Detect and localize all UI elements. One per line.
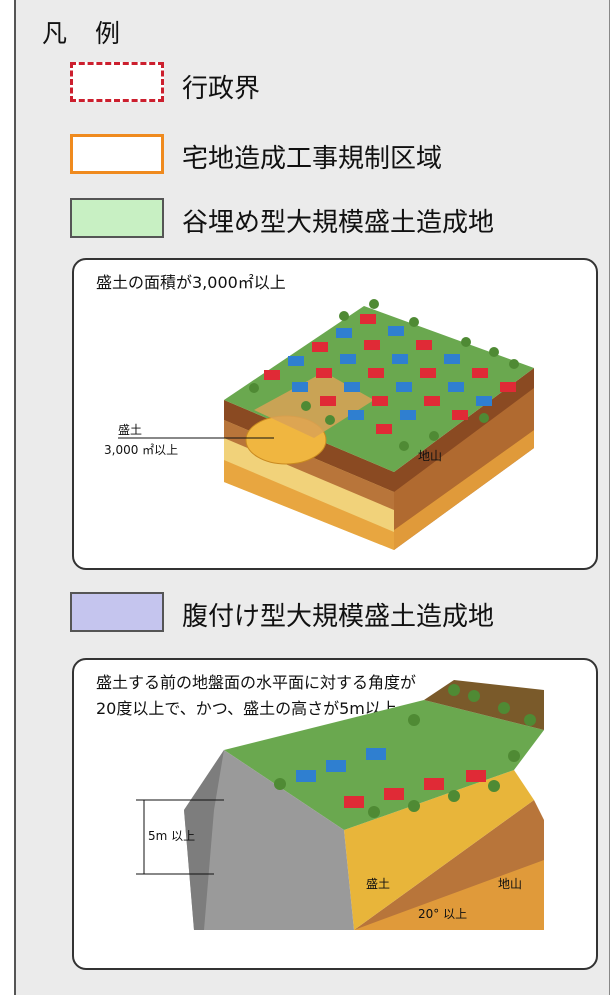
ground-label: 地山	[498, 877, 522, 891]
fill-triangle	[344, 770, 534, 930]
label-valley-fill: 谷埋め型大規模盛土造成地	[182, 208, 495, 238]
label-administrative-boundary: 行政界	[182, 74, 261, 104]
fill-area-label: 3,000 ㎡以上	[104, 443, 178, 457]
slope-fill-illustration-box: 盛土する前の地盤面の水平面に対する角度が 20度以上で、かつ、盛土の高さが5m以…	[72, 658, 598, 970]
swatch-regulated-area	[70, 134, 164, 174]
label-regulated-area: 宅地造成工事規制区域	[182, 144, 443, 174]
slope-fill-caption: 盛土する前の地盤面の水平面に対する角度が 20度以上で、かつ、盛土の高さが5m以…	[96, 670, 416, 722]
valley-fill-diagram: 盛土 3,000 ㎡以上 地山	[104, 299, 534, 550]
retaining-wall	[184, 750, 354, 930]
height-label: 5m 以上	[148, 829, 195, 843]
ground-label: 地山	[418, 449, 442, 463]
slope-fill-diagram: 5m 以上 盛土 地山 20° 以上	[136, 680, 544, 930]
slope-fill-caption-line1: 盛土する前の地盤面の水平面に対する角度が	[96, 673, 417, 692]
legend-panel: 凡 例 行政界 宅地造成工事規制区域 谷埋め型大規模盛土造成地 盛土の面積が3,…	[14, 0, 610, 995]
houses-cluster	[264, 314, 516, 434]
valley-fill-caption: 盛土の面積が3,000㎡以上	[96, 273, 286, 292]
angle-label: 20° 以上	[418, 907, 467, 921]
swatch-administrative-boundary	[70, 62, 164, 102]
swatch-valley-fill	[70, 198, 164, 238]
label-slope-fill: 腹付け型大規模盛土造成地	[182, 602, 495, 632]
top-surface	[224, 700, 544, 830]
fill-label: 盛土	[118, 422, 142, 437]
trees	[274, 684, 536, 818]
swatch-slope-fill	[70, 592, 164, 632]
legend-title: 凡 例	[42, 19, 130, 48]
trees	[249, 299, 519, 451]
slope-fill-caption-line2: 20度以上で、かつ、盛土の高さが5m以上	[96, 699, 397, 718]
valley-fill-illustration-box: 盛土の面積が3,000㎡以上	[72, 258, 598, 570]
houses-cluster	[296, 748, 486, 808]
fill-label: 盛土	[366, 876, 390, 891]
